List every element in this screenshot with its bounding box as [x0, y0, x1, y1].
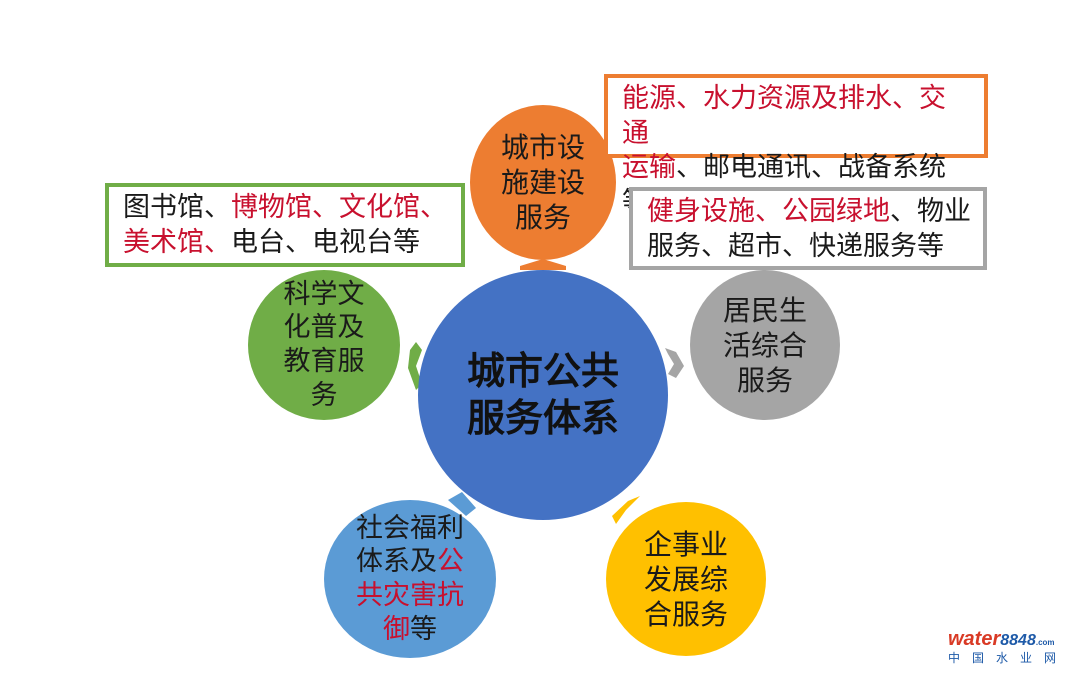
welfare-line2-a: 体系及 — [356, 546, 437, 578]
infrastructure-desc-rest: 、邮电通讯、战备系统等 — [622, 152, 946, 218]
center-node: 城市公共 服务体系 — [418, 270, 668, 520]
infrastructure-node: 城市设 施建设 服务 — [470, 105, 616, 260]
culture-line3: 教育服 — [283, 346, 365, 377]
welfare-line4-a: 御 — [383, 613, 410, 645]
logo-suffix: .com — [1035, 638, 1055, 647]
welfare-line4-b: 等 — [410, 613, 437, 645]
living-desc-highlight: 健身设施、公园绿地 — [647, 196, 890, 227]
welfare-line4: 御等 — [356, 613, 464, 647]
logo-number: 8848 — [1000, 632, 1036, 649]
enterprise-line1: 企事业 — [643, 527, 728, 561]
logo-subtitle: 中国水业网 — [948, 651, 1069, 665]
infrastructure-desc-transport: 交通 — [622, 83, 946, 149]
arrow-to-infrastructure — [520, 259, 566, 270]
culture-desc-media: 电台、电视台等 — [231, 226, 420, 258]
living-desc-property: 、物业 — [890, 196, 971, 227]
living-desc-row1: 健身设施、公园绿地、物业 — [647, 195, 971, 230]
arrow-to-welfare — [448, 492, 476, 516]
culture-desc-museum: 博物馆、文化馆、 — [231, 192, 447, 223]
infrastructure-description-box: 能源、水力资源及排水、交通 运输、邮电通讯、战备系统等 — [604, 74, 988, 218]
enterprise-line3: 合服务 — [643, 597, 728, 631]
water8848-logo: water8848.com 中国水业网 — [948, 628, 1070, 666]
center-label-line2: 服务体系 — [466, 396, 619, 440]
culture-line1: 科学文 — [283, 278, 365, 310]
living-line3: 服务 — [736, 363, 793, 397]
culture-line4: 务 — [310, 379, 338, 411]
welfare-node: 社会福利 体系及公 共灾害抗 御等 — [324, 500, 496, 658]
infrastructure-line2: 施建设 — [500, 166, 585, 199]
center-label-line1: 城市公共 — [466, 348, 619, 393]
enterprise-node: 企事业 发展综 合服务 — [606, 502, 766, 656]
infrastructure-line1: 城市设 — [500, 131, 585, 164]
culture-line2: 化普及 — [283, 312, 365, 344]
culture-desc-row1: 图书馆、博物馆、文化馆、 — [123, 191, 449, 226]
living-description-box: 健身设施、公园绿地、物业 服务、超市、快递服务等 — [629, 187, 987, 270]
logo-brand: water — [948, 628, 1001, 650]
infrastructure-desc-transport-cont: 运输 — [622, 152, 676, 184]
infrastructure-line3: 服务 — [514, 201, 571, 234]
welfare-line2-b: 公 — [437, 546, 464, 578]
welfare-line3: 共灾害抗 — [356, 580, 464, 611]
infrastructure-desc-row1: 能源、水力资源及排水、交通 — [622, 82, 972, 151]
arrow-to-enterprise — [612, 496, 640, 524]
culture-description-box: 图书馆、博物馆、文化馆、 美术馆、电台、电视台等 — [105, 183, 465, 267]
welfare-line1: 社会福利 — [356, 512, 464, 544]
infrastructure-desc-water: 水力资源及排水、 — [703, 83, 919, 114]
enterprise-line2: 发展综 — [643, 562, 728, 596]
welfare-line2: 体系及公 — [356, 545, 464, 579]
culture-desc-art: 美术馆、 — [123, 226, 231, 258]
culture-desc-row2: 美术馆、电台、电视台等 — [123, 226, 449, 261]
arrow-to-living — [665, 348, 684, 378]
infrastructure-desc-row2: 运输、邮电通讯、战备系统等 — [622, 151, 972, 220]
living-service-node: 居民生 活综合 服务 — [690, 270, 840, 420]
living-desc-row2: 服务、超市、快递服务等 — [647, 230, 944, 262]
culture-desc-library: 图书馆、 — [123, 192, 231, 223]
culture-education-node: 科学文 化普及 教育服 务 — [248, 270, 400, 420]
living-line2: 活综合 — [722, 328, 807, 362]
infrastructure-desc-energy: 能源、 — [622, 83, 703, 114]
logo-wordmark: water8848.com — [948, 628, 1070, 651]
living-line1: 居民生 — [722, 293, 807, 327]
